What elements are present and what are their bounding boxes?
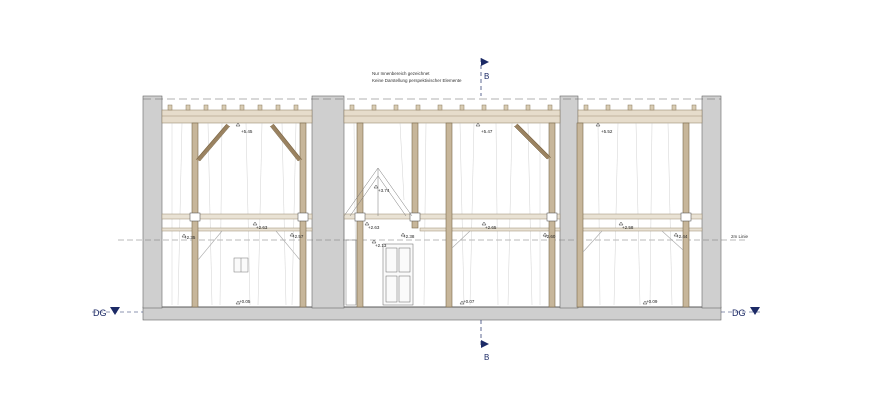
elevation-label: +0.05 [239, 299, 251, 304]
elevation-label: +2.65 [485, 225, 497, 230]
gable-dormer [343, 167, 413, 306]
floor-slab [142, 306, 722, 321]
level-ticks [181, 122, 679, 305]
elevation-label: +5.47 [481, 129, 493, 134]
elevation-labels: +5.45 +5.47 +5.52 +3.74 +2.35 +2.63 +2.5… [184, 129, 688, 304]
tie-beams [161, 213, 703, 232]
note-line-1: Nur Innenbereich gezeichnet [372, 71, 430, 76]
door [382, 243, 414, 306]
section-label-top: B [484, 72, 489, 81]
note-line-2: Keine Darstellung perspektivischer Eleme… [372, 78, 462, 83]
elevation-label: +2.63 [368, 225, 380, 230]
post-connectors [189, 212, 692, 222]
elevation-label: +2.60 [544, 234, 556, 239]
left-wall [142, 95, 163, 309]
small-window [233, 257, 249, 273]
right-wall [701, 95, 722, 309]
ceiling-joists [161, 104, 703, 124]
elevation-label: +2.13 [375, 243, 387, 248]
section-marker-top: B [480, 58, 489, 96]
level-label-left: DG [93, 308, 107, 318]
elevation-label: +0.07 [463, 299, 475, 304]
two-meter-line-label: 2m Linie [731, 234, 749, 239]
level-marker-right: DG [721, 307, 760, 318]
elevation-label: +2.58 [622, 225, 634, 230]
elevation-label: +2.44 [676, 234, 688, 239]
elevation-label: +2.63 [256, 225, 268, 230]
diagonal-braces [196, 123, 551, 162]
elevation-label: +5.45 [241, 129, 253, 134]
level-label-right: DG [732, 308, 746, 318]
middle-wall-left [311, 95, 345, 309]
section-marker-bottom: B [480, 320, 489, 362]
elevation-label: +3.74 [378, 188, 390, 193]
elevation-label: +2.35 [184, 235, 196, 240]
elevation-label: +5.52 [601, 129, 613, 134]
elevation-label: +2.38 [403, 234, 415, 239]
section-label-bottom: B [484, 353, 489, 362]
level-marker-left: DG [92, 307, 143, 318]
elevation-label: +2.57 [292, 234, 304, 239]
lower-struts [197, 230, 684, 261]
elevation-label: +0.09 [646, 299, 658, 304]
middle-wall-right [559, 95, 579, 309]
